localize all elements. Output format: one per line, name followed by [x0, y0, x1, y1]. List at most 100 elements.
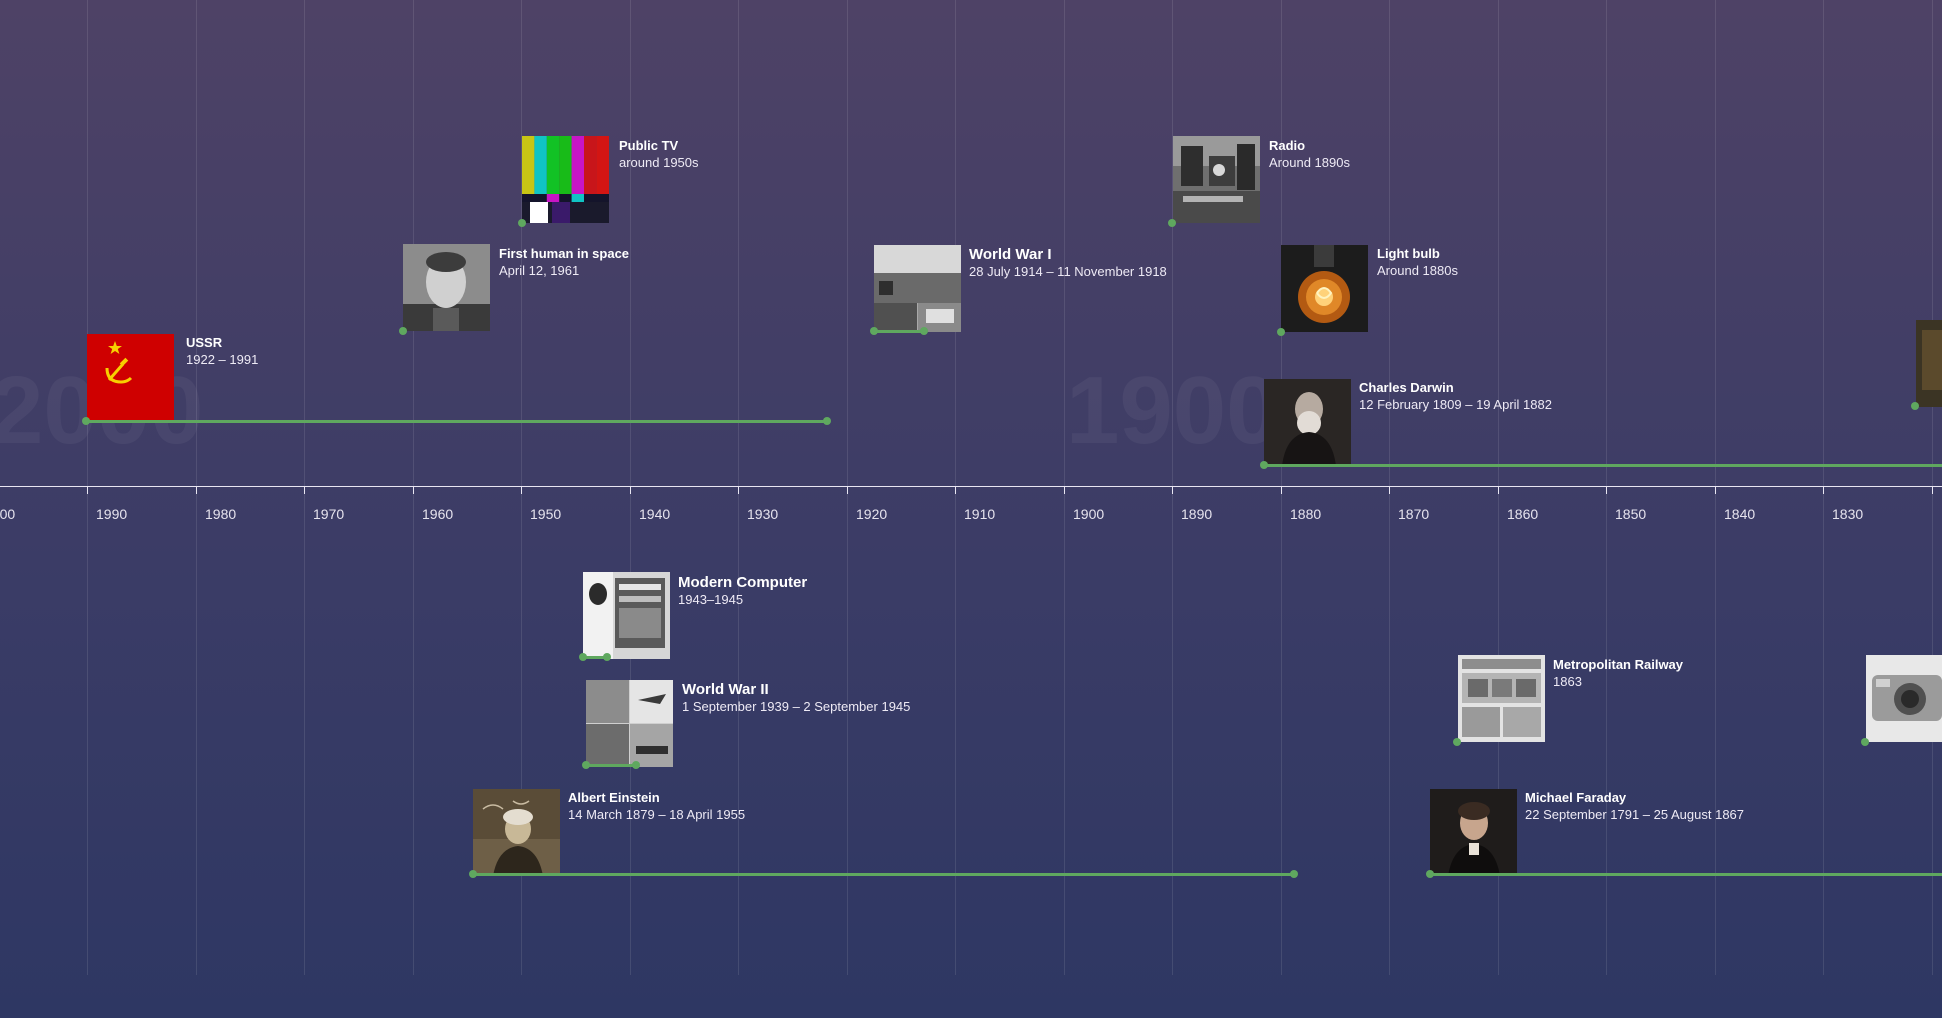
axis-tick [521, 486, 522, 494]
axis-tick-label: 1840 [1724, 506, 1756, 522]
event-title: Radio [1269, 138, 1306, 153]
axis-tick [1932, 486, 1933, 494]
event-title: Public TV [619, 138, 679, 153]
axis-tick [304, 486, 305, 494]
event-marker-dot [1911, 402, 1919, 410]
axis-tick [1172, 486, 1173, 494]
axis-tick [847, 486, 848, 494]
axis-tick-label: 1990 [96, 506, 128, 522]
first-human-space-image [403, 244, 490, 331]
event-date: around 1950s [619, 155, 699, 170]
axis-tick-label: 1910 [964, 506, 996, 522]
axis-tick-label: 1960 [422, 506, 454, 522]
event-marker-dot [399, 327, 407, 335]
axis-tick [1823, 486, 1824, 494]
albert-einstein-image [473, 789, 560, 876]
event-marker-dot [1277, 328, 1285, 336]
event-marker-dot [582, 761, 590, 769]
event-span-line [874, 330, 925, 333]
event-marker-dot [82, 417, 90, 425]
axis-tick [196, 486, 197, 494]
event-date: 1922 – 1991 [186, 352, 259, 367]
public-tv-image [522, 136, 609, 223]
axis-tick-label: 1880 [1290, 506, 1322, 522]
event-date: 28 July 1914 – 11 November 1918 [969, 264, 1167, 279]
event-marker-dot [1168, 219, 1176, 227]
event-marker-dot [1861, 738, 1869, 746]
event-title: Albert Einstein [568, 790, 660, 805]
light-bulb-image [1281, 245, 1368, 332]
axis-tick-label: 1970 [313, 506, 345, 522]
axis-tick [1389, 486, 1390, 494]
event-marker-dot [1290, 870, 1298, 878]
event-span-line [473, 873, 1294, 876]
axis-tick [1281, 486, 1282, 494]
event-date: 22 September 1791 – 25 August 1867 [1525, 807, 1745, 822]
event-title: Charles Darwin [1359, 380, 1454, 395]
axis-tick-label: 1950 [530, 506, 562, 522]
axis-tick [955, 486, 956, 494]
ussr-flag-image [87, 334, 174, 421]
event-date: 12 February 1809 – 19 April 1882 [1359, 397, 1552, 412]
event-marker-dot [632, 761, 640, 769]
axis-tick [1064, 486, 1065, 494]
axis-tick [1498, 486, 1499, 494]
decade-watermark: 1900 [1066, 357, 1280, 464]
event-span-line [586, 764, 636, 767]
axis-tick [413, 486, 414, 494]
axis-tick [87, 486, 88, 494]
axis-tick [1715, 486, 1716, 494]
timeline-axis [0, 486, 1942, 487]
axis-tick-label: 1870 [1398, 506, 1430, 522]
event-title: Light bulb [1377, 246, 1440, 261]
event-marker-dot [469, 870, 477, 878]
axis-tick [738, 486, 739, 494]
event-title: Michael Faraday [1525, 790, 1627, 805]
radio-image [1173, 136, 1260, 223]
offscreen-camera-image [1866, 655, 1942, 742]
axis-tick-label: 1940 [639, 506, 671, 522]
axis-tick [1606, 486, 1607, 494]
event-span-line [1430, 873, 1942, 876]
axis-tick [630, 486, 631, 494]
offscreen-event-image [1916, 320, 1942, 407]
modern-computer-image [583, 572, 670, 659]
event-title: USSR [186, 335, 223, 350]
event-marker-dot [518, 219, 526, 227]
world-war-1-image [874, 245, 961, 332]
axis-tick-label: 1850 [1615, 506, 1647, 522]
world-war-2-image [586, 680, 673, 767]
event-date: 14 March 1879 – 18 April 1955 [568, 807, 746, 822]
event-marker-dot [823, 417, 831, 425]
event-marker-dot [920, 327, 928, 335]
axis-tick-label: 2000 [0, 506, 16, 522]
event-marker-dot [1453, 738, 1461, 746]
event-title: First human in space [499, 246, 630, 261]
event-date: 1863 [1553, 674, 1582, 689]
axis-tick-label: 1830 [1832, 506, 1864, 522]
charles-darwin-image [1264, 379, 1351, 466]
event-date: 1 September 1939 – 2 September 1945 [682, 699, 911, 714]
axis-tick-label: 1920 [856, 506, 888, 522]
event-span-line [87, 420, 827, 423]
event-date: 1943–1945 [678, 592, 744, 607]
event-span-line [1264, 464, 1942, 467]
event-span-line [583, 656, 608, 659]
event-date: Around 1890s [1269, 155, 1350, 170]
metropolitan-railway-image [1458, 655, 1545, 742]
event-title: Metropolitan Railway [1553, 657, 1684, 672]
event-date: Around 1880s [1377, 263, 1458, 278]
axis-tick-label: 1900 [1073, 506, 1105, 522]
event-marker-dot [870, 327, 878, 335]
event-title: World War II [682, 681, 769, 698]
event-title: World War I [969, 246, 1052, 263]
axis-tick-label: 1980 [205, 506, 237, 522]
axis-tick-label: 1860 [1507, 506, 1539, 522]
event-marker-dot [603, 653, 611, 661]
event-marker-dot [1426, 870, 1434, 878]
event-marker-dot [1260, 461, 1268, 469]
axis-tick-label: 1890 [1181, 506, 1213, 522]
event-title: Modern Computer [678, 574, 808, 591]
axis-tick-label: 1930 [747, 506, 779, 522]
